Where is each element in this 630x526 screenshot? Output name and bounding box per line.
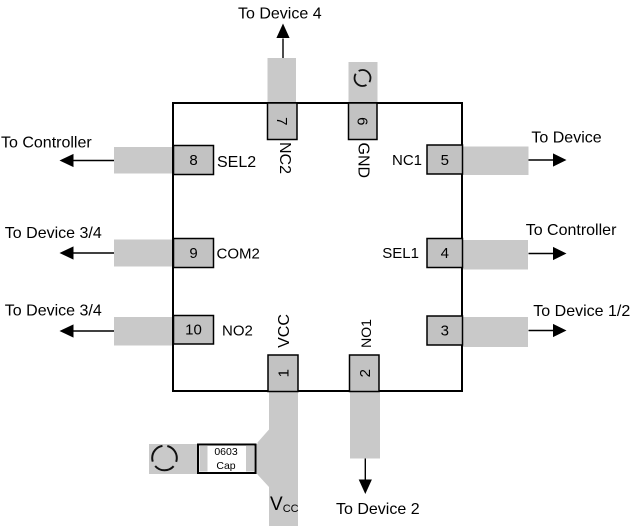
svg-text:To Device 3/4: To Device 3/4	[5, 225, 102, 242]
svg-text:SEL1: SEL1	[382, 245, 419, 262]
svg-text:NO1: NO1	[358, 319, 374, 348]
svg-text:To Device: To Device	[531, 130, 601, 147]
svg-text:COM2: COM2	[217, 246, 260, 263]
svg-text:1: 1	[276, 369, 293, 377]
svg-text:GND: GND	[354, 143, 371, 179]
svg-text:To Device 3/4: To Device 3/4	[5, 303, 102, 320]
svg-text:4: 4	[441, 245, 449, 262]
svg-text:VCC: VCC	[276, 314, 293, 348]
svg-text:To Controller: To Controller	[1, 135, 92, 152]
svg-text:5: 5	[441, 152, 449, 169]
svg-text:NC2: NC2	[276, 142, 293, 174]
svg-text:To Controller: To Controller	[526, 222, 617, 239]
svg-text:3: 3	[441, 323, 449, 340]
svg-text:To Device 1/2: To Device 1/2	[533, 303, 630, 320]
svg-text:To Device 4: To Device 4	[238, 6, 322, 23]
svg-text:To Device 2: To Device 2	[336, 501, 420, 518]
svg-text:NC1: NC1	[392, 152, 422, 169]
svg-text:10: 10	[185, 322, 202, 339]
svg-text:SEL2: SEL2	[217, 154, 256, 171]
svg-text:8: 8	[189, 152, 197, 169]
svg-text:Cap: Cap	[216, 460, 235, 472]
svg-text:NO2: NO2	[222, 323, 253, 340]
svg-text:0603: 0603	[214, 446, 238, 458]
svg-text:6: 6	[353, 117, 370, 125]
svg-text:9: 9	[189, 245, 197, 262]
svg-text:2: 2	[357, 369, 374, 377]
svg-text:7: 7	[273, 117, 290, 125]
